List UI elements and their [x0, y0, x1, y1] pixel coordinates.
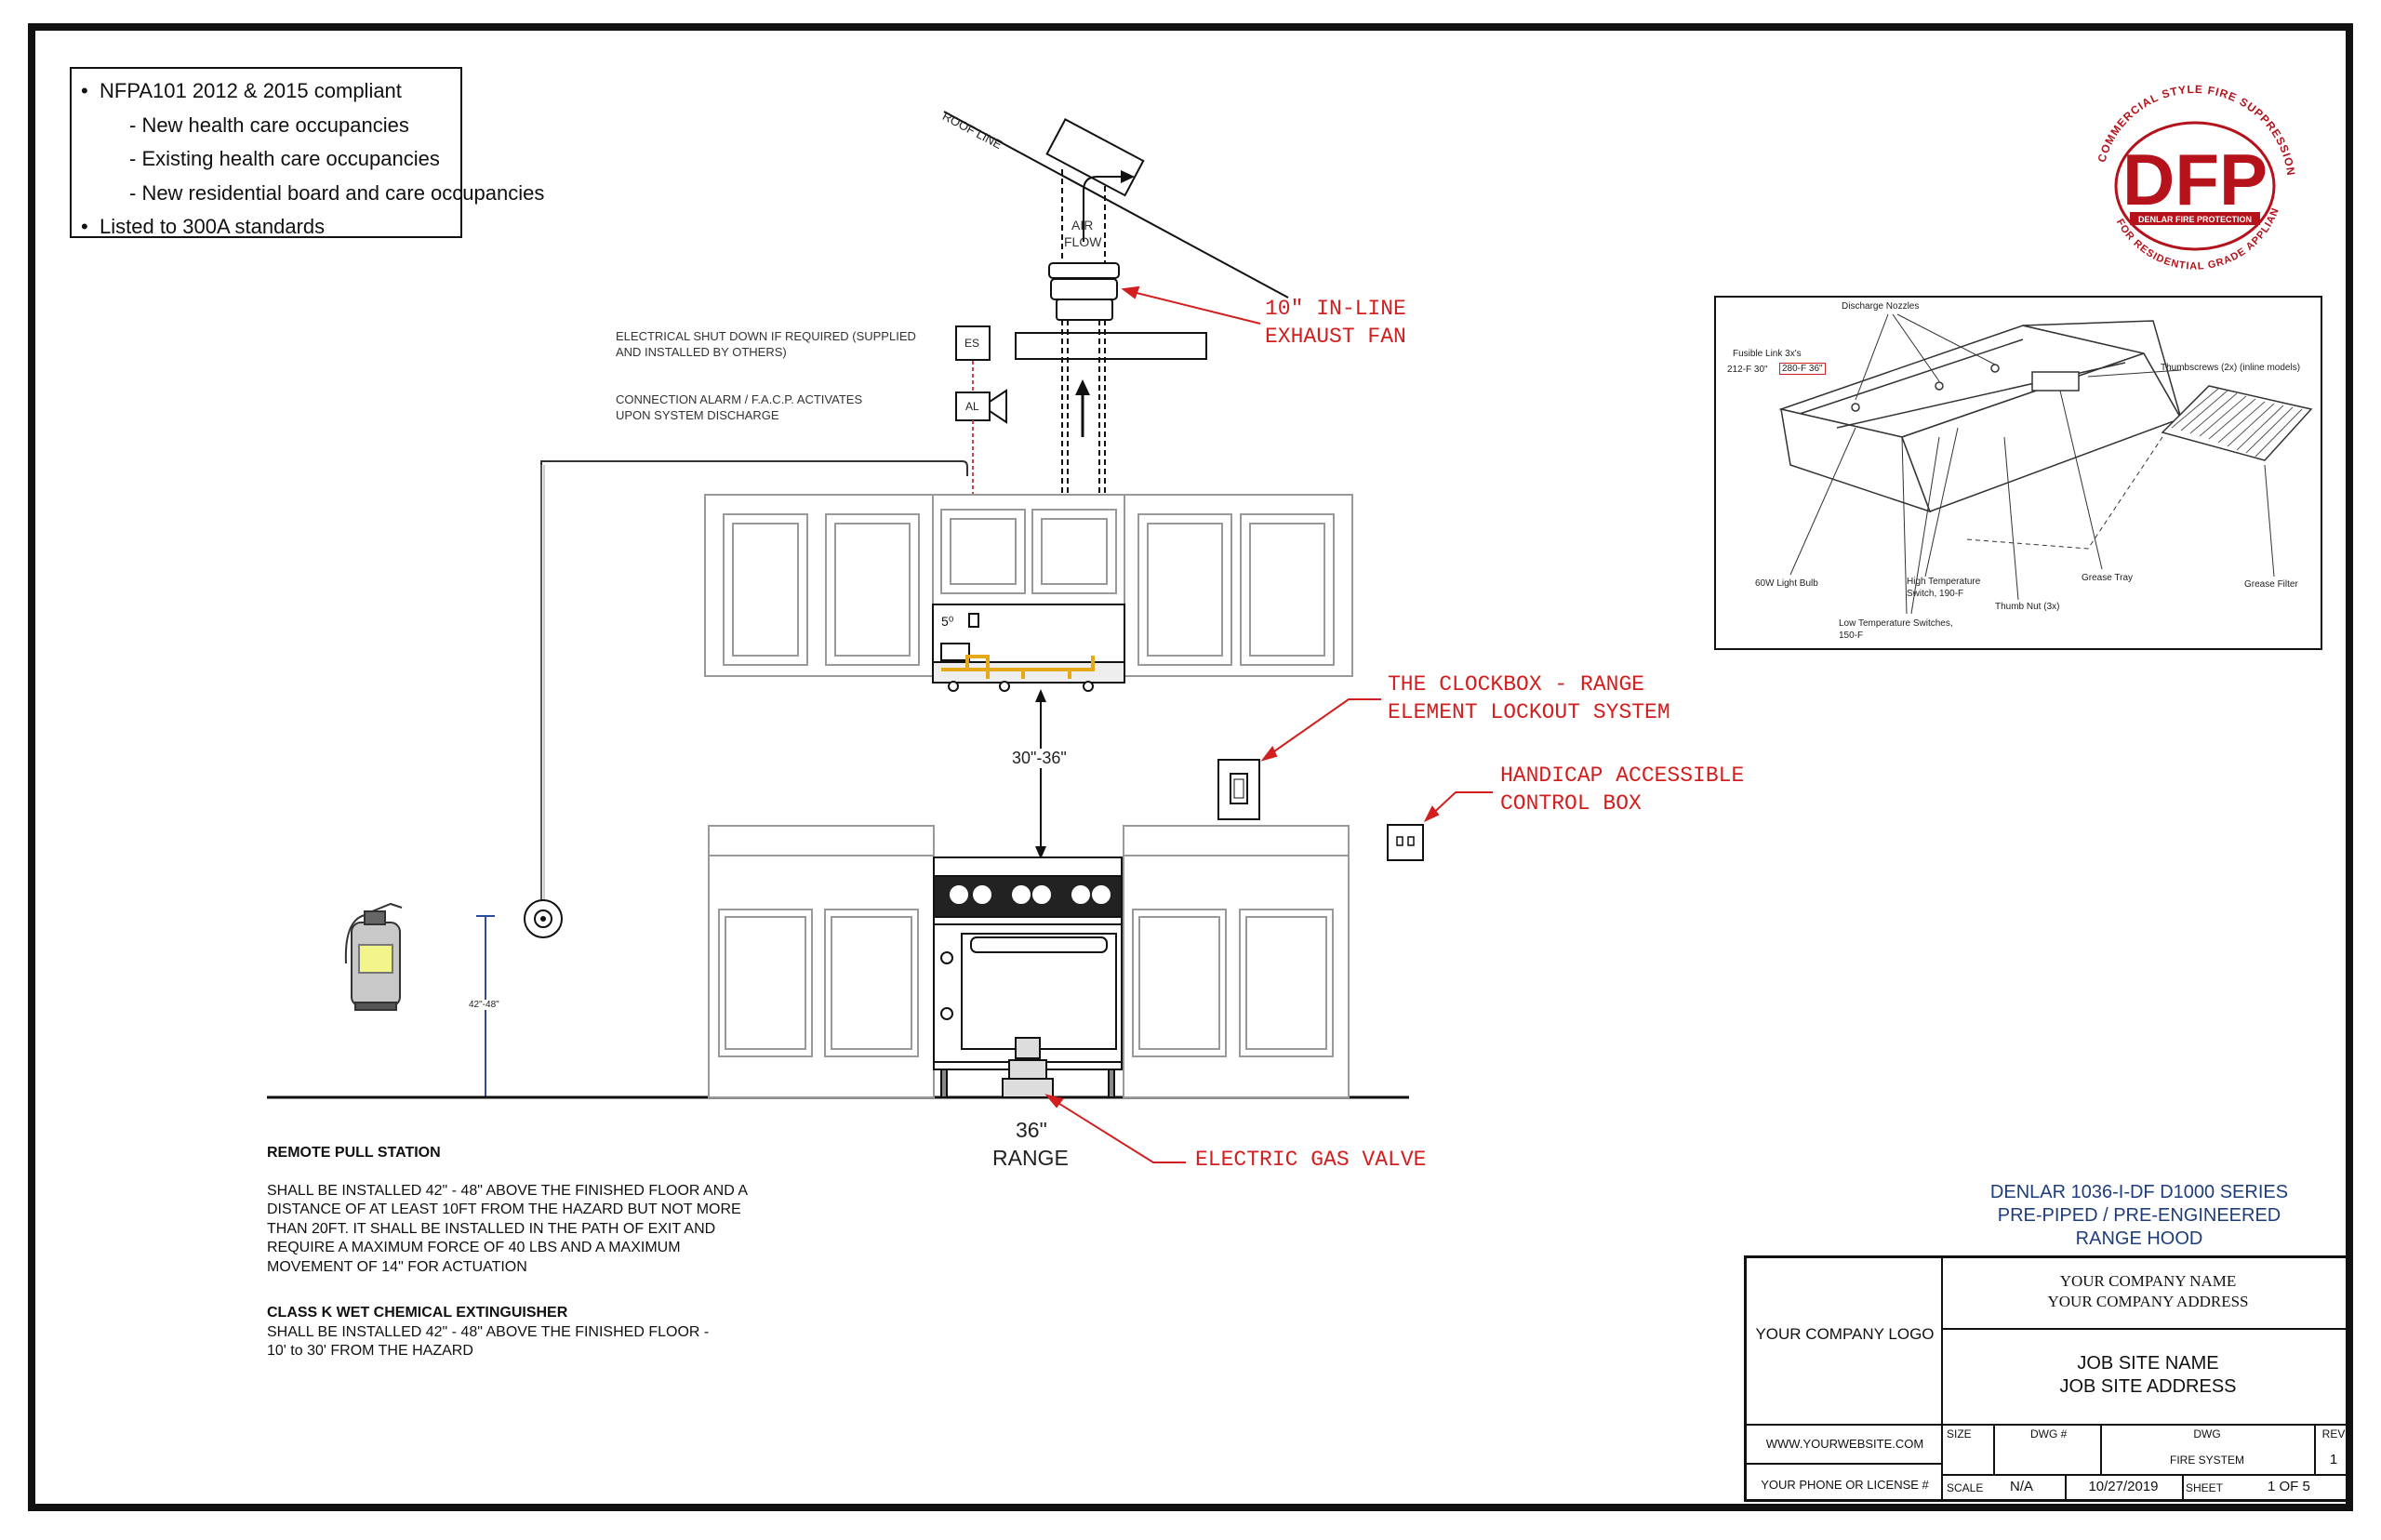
inset-label: Grease Tray — [2082, 573, 2134, 583]
range-hood: 5⁰ — [932, 604, 1125, 692]
inset-label: Fusible Link 3x's — [1733, 349, 1802, 359]
compliance-note: - Existing health care occupancies — [129, 147, 440, 170]
ceiling-soffit — [1015, 332, 1207, 360]
size-label: SIZE — [1947, 1427, 1972, 1440]
airflow-arrow — [1083, 176, 1121, 242]
hood-clearance-label: 30"-36" — [1012, 749, 1067, 768]
inset-label: Thumbscrews (2x) (inline models) — [2161, 363, 2301, 373]
job-site-address: JOB SITE ADDRESS — [2059, 1376, 2237, 1397]
note-line: THAN 20FT. IT SHALL BE INSTALLED IN THE … — [267, 1220, 716, 1237]
note-line: MOVEMENT OF 14" FOR ACTUATION — [267, 1258, 527, 1275]
dwg-number-label: DWG # — [2030, 1427, 2068, 1440]
note-line: 10' to 30' FROM THE HAZARD — [267, 1343, 473, 1359]
electric-gas-valve — [1002, 1037, 1054, 1098]
handicap-callout: CONTROL BOX — [1500, 791, 1642, 816]
product-title-line: RANGE HOOD — [2075, 1228, 2203, 1249]
exhaust-fan-callout: EXHAUST FAN — [1265, 325, 1406, 349]
inset-label: Low Temperature Switches, — [1839, 618, 1953, 629]
rev-label: REV — [2321, 1427, 2346, 1440]
wet-chemical-extinguisher — [344, 902, 403, 1011]
hood-detail-inset: Discharge Nozzles Fusible Link 3x's 212-… — [1714, 296, 2322, 650]
alarm-label: UPON SYSTEM DISCHARGE — [616, 408, 779, 422]
roof-line — [943, 111, 1289, 299]
clockbox-callout: THE CLOCKBOX - RANGE — [1388, 672, 1645, 697]
callout-leaders — [1044, 285, 1493, 1163]
note-line: DISTANCE OF AT LEAST 10FT FROM THE HAZAR… — [267, 1201, 741, 1217]
product-title-line: DENLAR 1036-I-DF D1000 SERIES — [1989, 1182, 2289, 1202]
scale-value: N/A — [2010, 1479, 2034, 1494]
compliance-notes-box: NFPA101 2012 & 2015 compliant - New heal… — [70, 67, 545, 238]
inline-exhaust-fan — [1048, 262, 1120, 321]
title-block: YOUR COMPANY LOGO YOUR COMPANY NAME YOUR… — [1744, 1255, 2353, 1502]
inset-label: 280-F 36" — [1779, 363, 1826, 375]
note-heading: REMOTE PULL STATION — [267, 1145, 441, 1161]
exhaust-fan-callout: 10" IN-LINE — [1265, 297, 1406, 321]
duct-flow-arrow — [1075, 379, 1090, 395]
inset-label: 60W Light Bulb — [1755, 578, 1818, 589]
airflow-label: FLOW — [1064, 234, 1102, 249]
inset-label: Switch, 190-F — [1907, 589, 1964, 599]
inset-label: 150-F — [1839, 631, 1864, 641]
compliance-note: NFPA101 2012 & 2015 compliant — [81, 74, 451, 109]
hood-exploded-view — [1778, 313, 2313, 615]
pull-station-height-label: 42"-48" — [469, 1000, 499, 1010]
handicap-callout: HANDICAP ACCESSIBLE — [1500, 763, 1745, 788]
compliance-note: - New health care occupancies — [129, 113, 409, 137]
al-box-label: AL — [965, 400, 979, 413]
dwg-label: DWG — [2193, 1427, 2221, 1440]
note-heading: CLASS K WET CHEMICAL EXTINGUISHER — [267, 1305, 568, 1321]
logo-band: DENLAR FIRE PROTECTION — [2138, 215, 2252, 224]
product-title: DENLAR 1036-I-DF D1000 SERIES PRE-PIPED … — [1953, 1181, 2325, 1251]
product-title-line: PRE-PIPED / PRE-ENGINEERED — [1997, 1205, 2281, 1226]
sheet-value: 1 OF 5 — [2268, 1479, 2310, 1494]
inset-label: Thumb Nut (3x) — [1995, 602, 2060, 612]
drawing-sheet-border — [28, 23, 2353, 1511]
inset-label: 212-F 30" — [1727, 365, 1768, 375]
rev-value: 1 — [2329, 1452, 2338, 1467]
company-address: YOUR COMPANY ADDRESS — [2047, 1293, 2249, 1310]
electrical-shutdown-label: AND INSTALLED BY OTHERS) — [616, 345, 787, 359]
sheet-label: SHEET — [2186, 1481, 2224, 1494]
scale-label: SCALE — [1947, 1481, 1984, 1494]
es-box-label: ES — [964, 337, 980, 350]
svg-text:5⁰: 5⁰ — [941, 614, 954, 629]
pull-station-notes: REMOTE PULL STATION SHALL BE INSTALLED 4… — [267, 1144, 748, 1277]
note-line: SHALL BE INSTALLED 42" - 48" ABOVE THE F… — [267, 1323, 710, 1340]
alarm-label: CONNECTION ALARM / F.A.C.P. ACTIVATES — [616, 392, 863, 406]
drawing-date: 10/27/2019 — [2088, 1479, 2159, 1494]
dwg-value: FIRE SYSTEM — [2169, 1454, 2244, 1467]
range-label: 36" — [1016, 1118, 1047, 1142]
company-logo-placeholder: YOUR COMPANY LOGO — [1755, 1325, 1935, 1343]
dfp-logo: COMMERCIAL STYLE FIRE SUPPRESSION DFP DE… — [2074, 70, 2296, 272]
company-name: YOUR COMPANY NAME — [2059, 1272, 2237, 1290]
electrical-shutdown-label: ELECTRICAL SHUT DOWN IF REQUIRED (SUPPLI… — [616, 329, 916, 343]
compliance-note: Listed to 300A standards — [81, 210, 451, 245]
extinguisher-notes: CLASS K WET CHEMICAL EXTINGUISHER SHALL … — [267, 1304, 709, 1361]
upper-cabinets — [704, 494, 1353, 677]
job-site-name: JOB SITE NAME — [2077, 1353, 2219, 1374]
inset-label: Grease Filter — [2244, 579, 2298, 590]
range-label: RANGE — [992, 1146, 1069, 1170]
logo-letters: DFP — [2122, 139, 2268, 220]
phone-license: YOUR PHONE OR LICENSE # — [1761, 1478, 1929, 1492]
inset-label: Discharge Nozzles — [1842, 301, 1920, 312]
pull-cable — [540, 460, 968, 476]
inset-label: High Temperature — [1907, 577, 1981, 587]
clockbox-callout: ELEMENT LOCKOUT SYSTEM — [1388, 700, 1670, 724]
website: WWW.YOURWEBSITE.COM — [1765, 1437, 1924, 1451]
alarm-horn-icon — [989, 389, 1007, 424]
airflow-label: AIR — [1071, 218, 1094, 232]
electrical-shutdown-box — [955, 325, 991, 361]
gas-valve-callout: ELECTRIC GAS VALVE — [1195, 1148, 1427, 1172]
lower-cabinets — [708, 825, 1350, 1098]
note-line: REQUIRE A MAXIMUM FORCE OF 40 LBS AND A … — [267, 1240, 681, 1255]
handicap-control-box — [1387, 824, 1424, 861]
compliance-note: - New residential board and care occupan… — [129, 180, 545, 205]
note-line: SHALL BE INSTALLED 42" - 48" ABOVE THE F… — [267, 1182, 749, 1199]
